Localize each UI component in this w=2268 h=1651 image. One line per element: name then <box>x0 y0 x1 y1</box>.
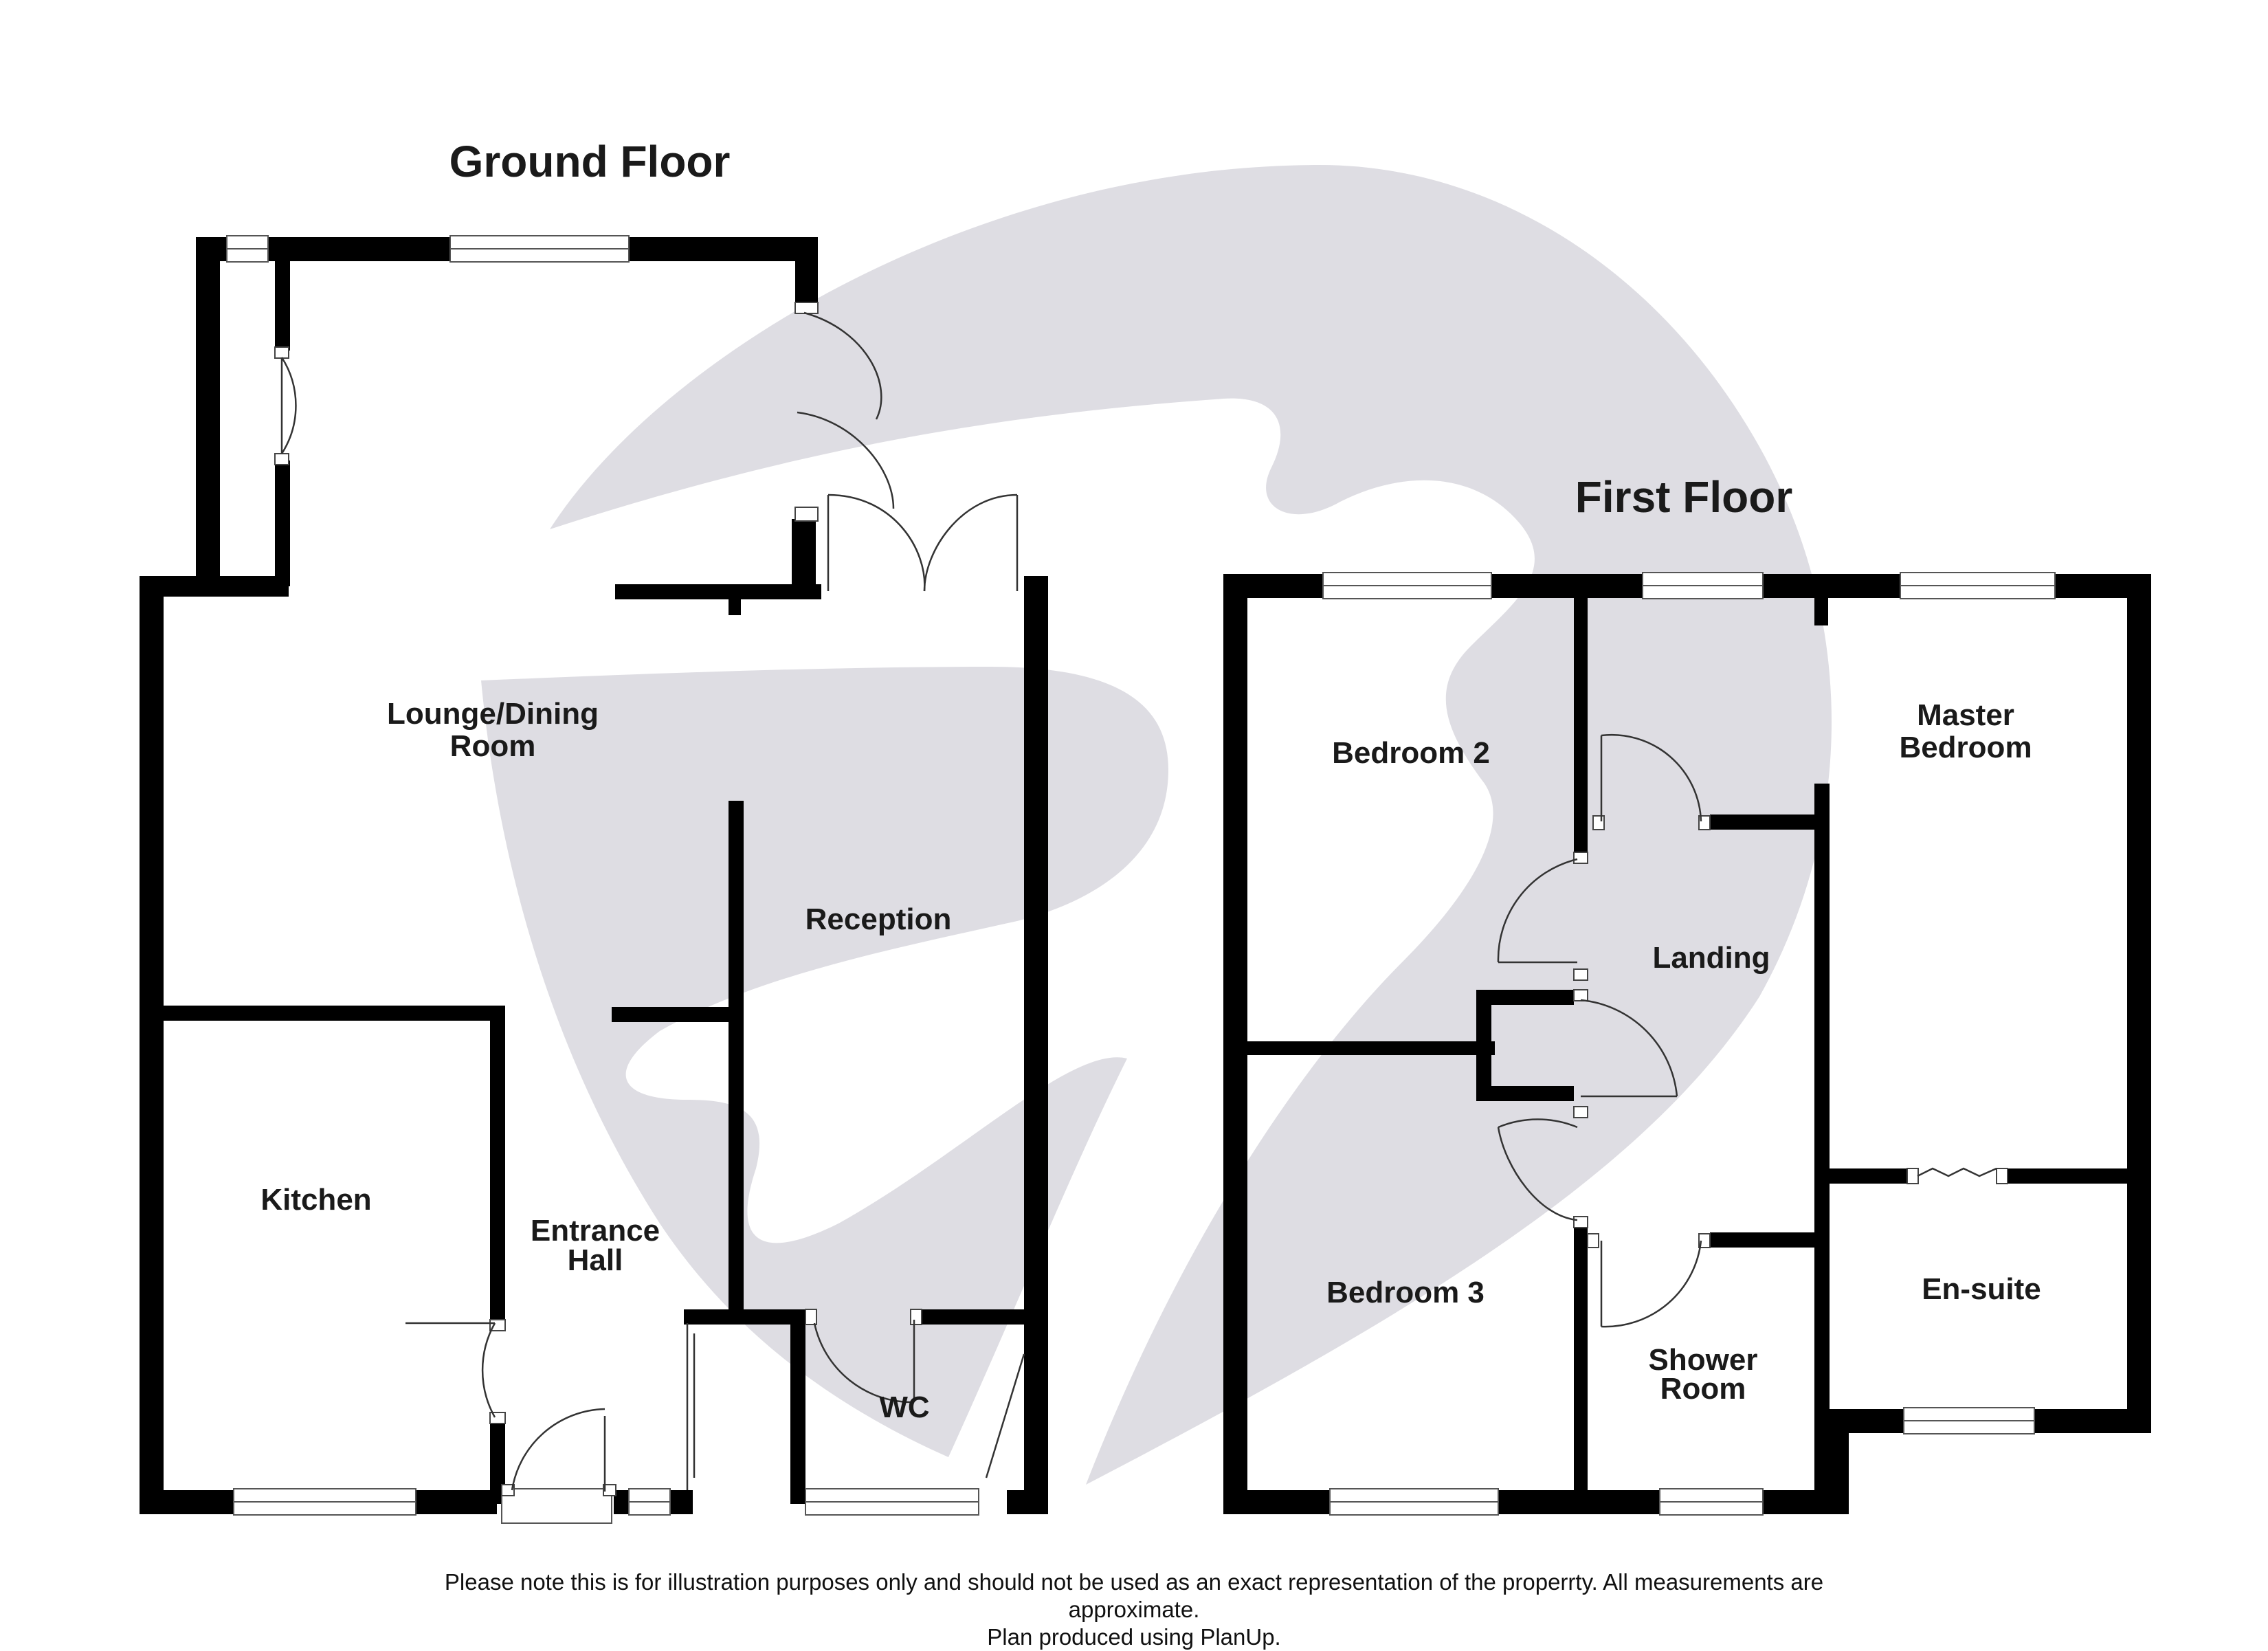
bedroom-2-label: Bedroom 2 <box>1332 736 1490 770</box>
disclaimer: Please note this is for illustration pur… <box>0 1569 2268 1651</box>
master-bedroom-label-line2: Bedroom <box>1899 731 2032 764</box>
lounge-dining-label-line2: Room <box>450 729 536 763</box>
master-bedroom-label-line1: Master <box>1917 698 2014 732</box>
shower-room-label-line1: Shower <box>1649 1343 1758 1377</box>
plan-credit: Plan produced using PlanUp. <box>987 1624 1281 1650</box>
ground-floor-title: Ground Floor <box>449 137 731 186</box>
kitchen-label: Kitchen <box>260 1183 371 1217</box>
ground-floor-windows <box>226 235 979 1524</box>
first-floor-doors <box>1497 733 2008 1328</box>
disclaimer-line-1: Please note this is for illustration pur… <box>444 1569 1824 1595</box>
first-floor-windows <box>1322 572 2056 1516</box>
disclaimer-line-2: approximate. <box>1068 1597 1200 1622</box>
wc-label: WC <box>879 1390 929 1424</box>
bedroom-3-label: Bedroom 3 <box>1326 1276 1485 1309</box>
logo-swirl-icon <box>481 165 1832 1485</box>
ground-floor-doors <box>274 302 1025 1496</box>
landing-label: Landing <box>1652 941 1770 975</box>
lounge-dining-label-line1: Lounge/Dining <box>387 697 599 731</box>
shower-room-label-line2: Room <box>1660 1372 1746 1406</box>
entrance-hall-label-line1: Entrance <box>531 1214 660 1248</box>
en-suite-label: En-suite <box>1922 1272 2041 1306</box>
entrance-hall-label-line2: Hall <box>568 1243 623 1277</box>
first-floor-title: First Floor <box>1575 472 1792 522</box>
reception-label: Reception <box>805 902 952 936</box>
